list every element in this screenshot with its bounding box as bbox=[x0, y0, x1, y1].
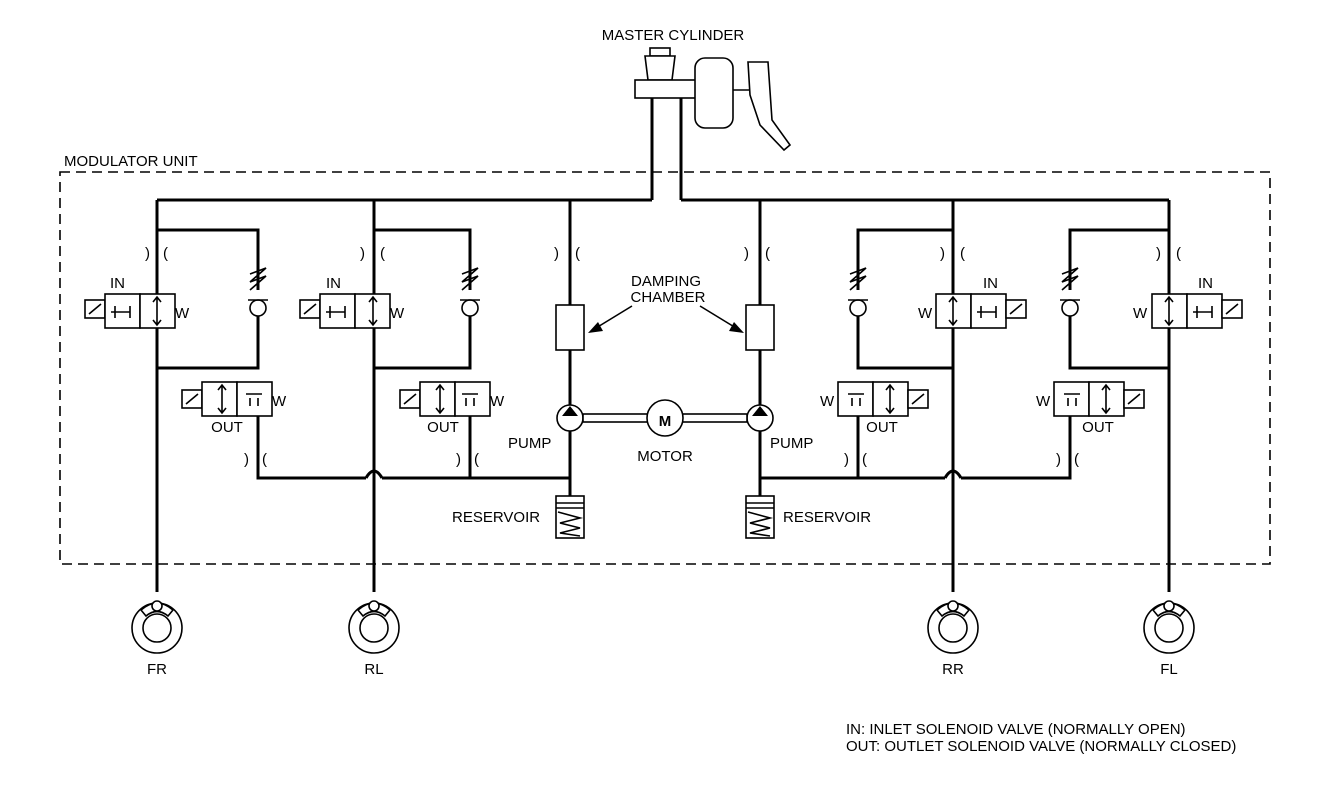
wheel-brake-rl bbox=[348, 600, 400, 654]
check-valve-fl bbox=[1060, 267, 1080, 317]
wheel-label-fl: FL bbox=[1160, 661, 1178, 678]
pump-right-label: PUMP bbox=[770, 435, 813, 452]
outlet-valve-rl: W OUT bbox=[399, 381, 505, 436]
svg-text:IN: IN bbox=[983, 275, 998, 292]
svg-text:(: ( bbox=[1176, 245, 1181, 262]
damping-chamber-arrows bbox=[588, 305, 744, 333]
check-valve-rl bbox=[460, 267, 480, 317]
damping-chamber-label: DAMPING bbox=[631, 273, 701, 290]
svg-text:OUT: OUT bbox=[866, 419, 898, 436]
motor: M bbox=[646, 399, 684, 437]
outlet-valve-fr: W OUT bbox=[181, 381, 287, 436]
svg-text:W: W bbox=[390, 305, 405, 322]
reservoir-left-label: RESERVOIR bbox=[452, 509, 540, 526]
svg-text:(: ( bbox=[380, 245, 385, 262]
orifice-symbols: ) ( ) ( ) ( ) ( ) ( ) ( ) ( ) ( ) ( ) ( bbox=[145, 245, 1181, 468]
damping-chamber-left bbox=[555, 304, 585, 351]
svg-text:OUT: OUT bbox=[211, 419, 243, 436]
svg-text:(: ( bbox=[575, 245, 580, 262]
svg-text:(: ( bbox=[262, 451, 267, 468]
svg-text:): ) bbox=[145, 245, 150, 262]
wheel-label-fr: FR bbox=[147, 661, 167, 678]
damping-chamber-label-line2: CHAMBER bbox=[630, 289, 705, 306]
svg-text:(: ( bbox=[474, 451, 479, 468]
svg-text:): ) bbox=[554, 245, 559, 262]
svg-text:W: W bbox=[1036, 393, 1051, 410]
svg-text:IN: IN bbox=[110, 275, 125, 292]
svg-text:W: W bbox=[820, 393, 835, 410]
inlet-valve-rl: IN W bbox=[299, 275, 405, 329]
reservoir-left bbox=[555, 495, 585, 539]
svg-text:(: ( bbox=[163, 245, 168, 262]
master-cylinder-label: MASTER CYLINDER bbox=[602, 27, 745, 44]
svg-text:W: W bbox=[272, 393, 287, 410]
svg-text:): ) bbox=[1156, 245, 1161, 262]
svg-text:): ) bbox=[1056, 451, 1061, 468]
damping-chamber-right bbox=[745, 304, 775, 351]
svg-text:(: ( bbox=[960, 245, 965, 262]
reservoir-right-label: RESERVOIR bbox=[783, 509, 871, 526]
note-inlet: IN: INLET SOLENOID VALVE (NORMALLY OPEN) bbox=[846, 721, 1186, 738]
svg-text:): ) bbox=[244, 451, 249, 468]
motor-label: MOTOR bbox=[637, 448, 693, 465]
svg-text:W: W bbox=[175, 305, 190, 322]
svg-text:OUT: OUT bbox=[427, 419, 459, 436]
svg-text:): ) bbox=[360, 245, 365, 262]
pump-right bbox=[746, 404, 774, 432]
svg-text:): ) bbox=[456, 451, 461, 468]
svg-text:W: W bbox=[1133, 305, 1148, 322]
svg-text:): ) bbox=[940, 245, 945, 262]
svg-text:IN: IN bbox=[326, 275, 341, 292]
svg-text:W: W bbox=[490, 393, 505, 410]
inlet-valve-fr: IN W bbox=[84, 275, 190, 329]
check-valve-fr bbox=[248, 267, 268, 317]
wheel-label-rr: RR bbox=[942, 661, 964, 678]
wheel-label-rl: RL bbox=[364, 661, 383, 678]
pump-left bbox=[556, 404, 584, 432]
outlet-valve-fl: W OUT bbox=[1036, 381, 1145, 436]
wheel-brake-rr bbox=[927, 600, 979, 654]
svg-text:(: ( bbox=[1074, 451, 1079, 468]
wheel-brake-fr bbox=[131, 600, 183, 654]
wheel-brake-fl bbox=[1143, 600, 1195, 654]
inlet-valve-rr: IN W bbox=[918, 275, 1027, 329]
master-cylinder bbox=[634, 47, 792, 152]
note-outlet: OUT: OUTLET SOLENOID VALVE (NORMALLY CLO… bbox=[846, 738, 1236, 755]
check-valve-rr bbox=[848, 267, 868, 317]
inlet-valve-fl: IN W bbox=[1133, 275, 1243, 329]
outlet-valve-rr: W OUT bbox=[820, 381, 929, 436]
svg-text:W: W bbox=[918, 305, 933, 322]
reservoir-right bbox=[745, 495, 775, 539]
modulator-unit-boundary bbox=[59, 171, 1271, 565]
svg-text:(: ( bbox=[862, 451, 867, 468]
svg-text:): ) bbox=[844, 451, 849, 468]
svg-text:): ) bbox=[744, 245, 749, 262]
svg-text:OUT: OUT bbox=[1082, 419, 1114, 436]
svg-text:(: ( bbox=[765, 245, 770, 262]
modulator-unit-label: MODULATOR UNIT bbox=[64, 153, 198, 170]
pump-left-label: PUMP bbox=[508, 435, 551, 452]
svg-text:M: M bbox=[659, 413, 672, 430]
svg-text:IN: IN bbox=[1198, 275, 1213, 292]
